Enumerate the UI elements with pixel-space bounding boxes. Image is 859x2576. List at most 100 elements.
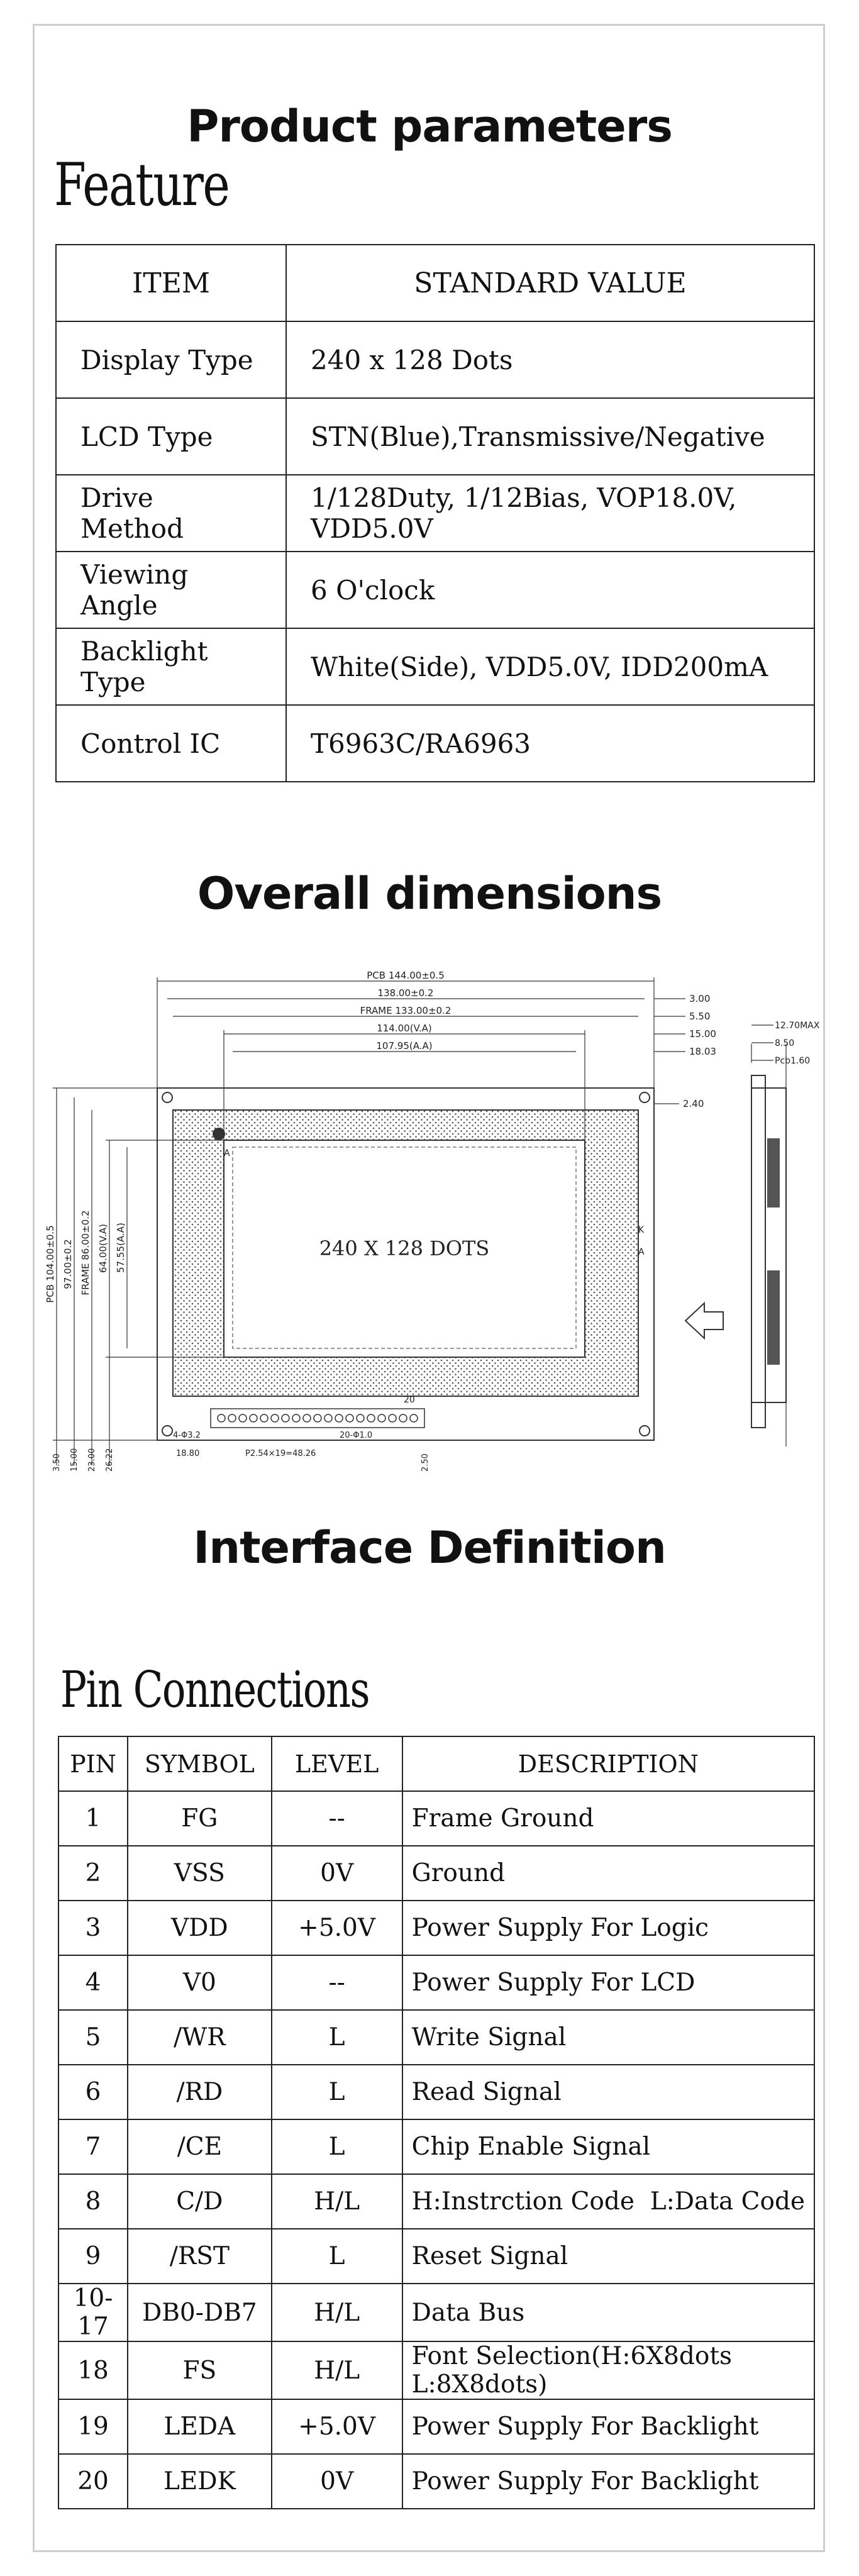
led-k-label: K [638, 1225, 645, 1235]
feature-header-value: STANDARD VALUE [285, 244, 815, 322]
dim-frame-height: FRAME 86.00±0.2 [80, 1210, 91, 1295]
pin-connections-title: Pin Connections [60, 1660, 370, 1719]
pin-symbol: VDD [127, 1900, 272, 1956]
pin-symbol: /RD [127, 2064, 272, 2120]
dim-2-40: 2.40 [683, 1098, 704, 1109]
feature-title: Feature [54, 151, 230, 219]
pin-header-level: LEVEL [270, 1736, 403, 1792]
pin-number: 2 [57, 1845, 129, 1901]
pin-description: Ground [401, 1845, 816, 1901]
pin-number: 19 [57, 2399, 129, 2455]
pin-number: 10-17 [57, 2283, 129, 2342]
dim-3-00: 3.00 [689, 993, 710, 1004]
pin-number: 5 [57, 2009, 129, 2065]
dim-aa-width: 107.95(A.A) [376, 1040, 432, 1052]
dim-23-00: 23.00 [87, 1448, 97, 1472]
feature-item: Display Type [55, 321, 287, 399]
pin-level: L [270, 2064, 403, 2120]
dim-15-00: 15.00 [689, 1028, 716, 1040]
pin-symbol: /RST [127, 2228, 272, 2284]
pin-symbol: V0 [127, 1955, 272, 2011]
pin-level: H/L [270, 2341, 403, 2400]
dim-12-70max: 12.70MAX [775, 1021, 820, 1031]
dim-frame-width: FRAME 133.00±0.2 [360, 1005, 452, 1016]
dim-97: 97.00±0.2 [62, 1239, 74, 1289]
pin-symbol: FS [127, 2341, 272, 2400]
pin-header-row: PIN SYMBOL LEVEL DESCRIPTION [57, 1736, 816, 1792]
pin-description: Power Supply For LCD [401, 1955, 816, 2011]
pin-level: -- [270, 1955, 403, 2011]
pin-number: 8 [57, 2174, 129, 2229]
feature-item: Backlight Type [55, 628, 287, 706]
pin-symbol: /WR [127, 2009, 272, 2065]
dim-138: 138.00±0.2 [378, 987, 434, 999]
feature-value: 240 x 128 Dots [285, 321, 815, 399]
dim-hole4: 4-Φ3.2 [173, 1431, 201, 1440]
feature-value: 1/128Duty, 1/12Bias, VOP18.0V, VDD5.0V [285, 474, 815, 552]
dim-pcb-width: PCB 144.00±0.5 [367, 970, 445, 981]
pin-a-label: A [224, 1148, 230, 1158]
feature-item: LCD Type [55, 397, 287, 475]
pin-symbol: LEDA [127, 2399, 272, 2455]
mount-hole [162, 1425, 173, 1436]
dim-hole20: 20-Φ1.0 [340, 1431, 372, 1440]
pcb-outline [157, 1087, 655, 1441]
pin-description: Write Signal [401, 2009, 816, 2065]
pin-description: Read Signal [401, 2064, 816, 2120]
pin-number: 6 [57, 2064, 129, 2120]
pin-header-symbol: SYMBOL [127, 1736, 272, 1792]
dim-pitch: P2.54×19=48.26 [245, 1449, 316, 1458]
dim-3-50: 3.50 [52, 1453, 62, 1472]
dim-26-22: 26.22 [105, 1448, 114, 1472]
feature-item: Drive Method [55, 474, 287, 552]
pin-description: Power Supply For Backlight [401, 2453, 816, 2509]
side-view [751, 1024, 787, 1446]
pin-level: +5.0V [270, 1900, 403, 1956]
pin-number: 20 [57, 2453, 129, 2509]
mount-hole [639, 1092, 650, 1103]
feature-item: Viewing Angle [55, 551, 287, 629]
dim-va-width: 114.00(V.A) [377, 1023, 432, 1034]
dim-b-15-00: 15.00 [70, 1448, 79, 1472]
pin-description: Font Selection(H:6X8dots L:8X8dots) [401, 2341, 816, 2400]
pin-description: H:Instrction Code L:Data Code [401, 2174, 816, 2229]
pin-symbol: FG [127, 1790, 272, 1846]
pin-level: +5.0V [270, 2399, 403, 2455]
pin-header-description: DESCRIPTION [401, 1736, 816, 1792]
pin-level: H/L [270, 2174, 403, 2229]
dim-18-03: 18.03 [689, 1046, 716, 1057]
pin-symbol: VSS [127, 1845, 272, 1901]
dim-8-50: 8.50 [775, 1038, 794, 1048]
dimension-drawing: 240 X 128 DOTS 20 K A A PCB 144.0 [45, 970, 820, 1472]
pin1-marker [213, 1128, 225, 1140]
mount-hole [162, 1092, 173, 1103]
heading-overall-dimensions: Overall dimensions [197, 868, 662, 919]
pin-level: L [270, 2009, 403, 2065]
connector-pins [210, 1408, 425, 1428]
dim-5-50: 5.50 [689, 1011, 710, 1022]
pin-description: Power Supply For Backlight [401, 2399, 816, 2455]
dim-18-80: 18.80 [176, 1449, 199, 1458]
pin-symbol: /CE [127, 2119, 272, 2175]
viewing-area [223, 1140, 585, 1358]
pin-description: Chip Enable Signal [401, 2119, 816, 2175]
